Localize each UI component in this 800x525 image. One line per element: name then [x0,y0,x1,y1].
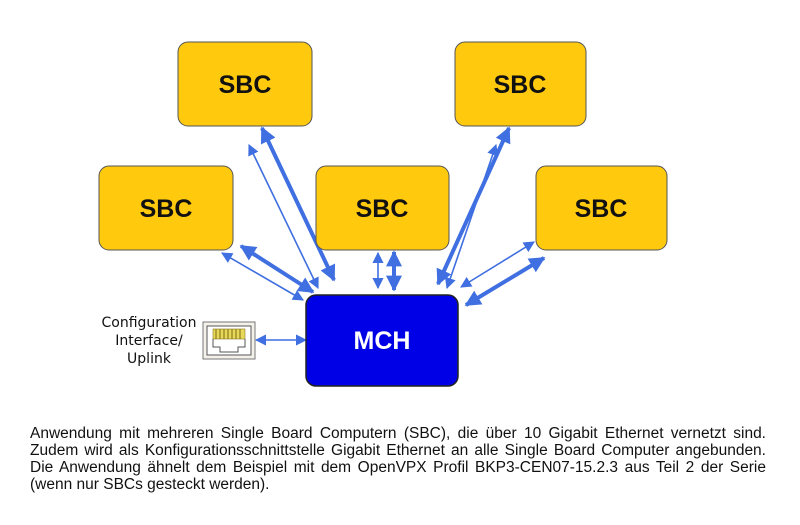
sbc-node: SBC [454,41,587,127]
mch-node: MCH [305,294,459,387]
links [221,126,546,346]
link-thick [260,126,336,282]
config-label-line: Interface/ [115,333,183,349]
link-thin [248,143,319,290]
sbc-node: SBC [315,165,450,251]
svg-text:SBC: SBC [356,195,409,223]
ethernet-port-icon [202,321,256,360]
config-label-line: Configuration [101,315,197,331]
figure-caption: Anwendung mit mehreren Single Board Comp… [30,425,766,493]
config-interface-label: Configuration Interface/ Uplink [86,314,212,368]
svg-text:SBC: SBC [575,195,628,223]
svg-text:SBC: SBC [219,71,272,99]
link-thin [460,241,535,288]
link-thin [444,143,499,290]
network-diagram: SBC SBC SBC SBC SBC MCH [98,41,668,387]
link-thick [436,126,511,286]
config-label-line: Uplink [127,351,171,367]
link-thick [239,244,315,294]
link-thick [464,256,546,307]
sbc-node: SBC [177,41,313,127]
sbc-node: SBC [535,165,668,251]
svg-text:SBC: SBC [494,71,547,99]
sbc-node: SBC [98,165,234,251]
svg-text:SBC: SBC [140,195,193,223]
svg-text:MCH: MCH [354,327,411,355]
